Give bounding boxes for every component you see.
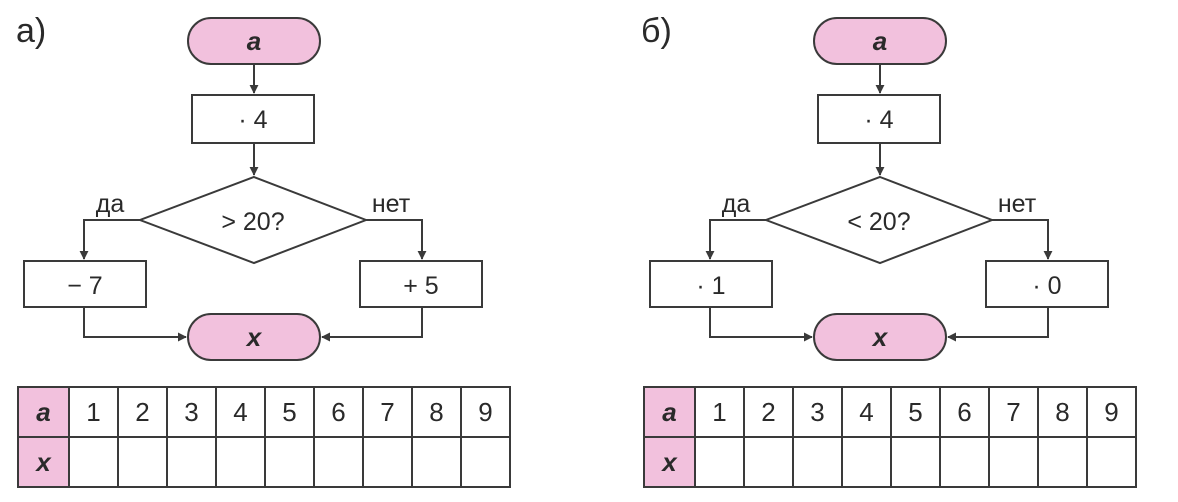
a-value-cell: 9 — [460, 386, 511, 438]
x-value-cell[interactable] — [939, 436, 990, 488]
yes-op-box-b-text: · 1 — [696, 272, 725, 300]
a-value-cell: 5 — [264, 386, 315, 438]
no-op-box-b — [985, 260, 1109, 308]
no-op-box-a-text: + 5 — [403, 272, 438, 300]
value-table-b: a 1 2 3 4 5 6 7 8 9 x — [643, 386, 1137, 488]
decision-diamond-a — [137, 175, 369, 265]
a-value-cell: 9 — [1086, 386, 1137, 438]
table-row: x — [17, 436, 511, 488]
arrow-no-to-end-b — [947, 307, 1049, 342]
multiply-box-a — [191, 94, 315, 144]
multiply-box-b-text: · 4 — [864, 106, 893, 134]
row-label-x: x — [17, 436, 70, 488]
arrow-no-to-end-a — [321, 307, 423, 342]
flowchart-b: a · 4 < 20? да нет · 1 · 0 x — [649, 17, 1109, 361]
no-label-b: нет — [998, 190, 1037, 218]
arrow-yes-b — [705, 219, 766, 260]
x-value-cell[interactable] — [841, 436, 892, 488]
a-value-cell: 1 — [694, 386, 745, 438]
a-value-cell: 3 — [792, 386, 843, 438]
yes-label-b: да — [722, 190, 751, 218]
arrow-no-a — [366, 219, 427, 260]
end-terminal-b — [813, 313, 947, 361]
a-value-cell: 8 — [411, 386, 462, 438]
table-row: a 1 2 3 4 5 6 7 8 9 — [17, 386, 511, 438]
panel-b-label: б) — [641, 12, 672, 50]
arrow-yes-a — [79, 219, 140, 260]
x-value-cell[interactable] — [743, 436, 794, 488]
a-value-cell: 2 — [117, 386, 168, 438]
end-terminal-a — [187, 313, 321, 361]
a-value-cell: 3 — [166, 386, 217, 438]
multiply-box-a-text: · 4 — [238, 106, 267, 134]
a-value-cell: 6 — [313, 386, 364, 438]
value-table-a: a 1 2 3 4 5 6 7 8 9 x — [17, 386, 511, 488]
table-row: a 1 2 3 4 5 6 7 8 9 — [643, 386, 1137, 438]
no-op-box-b-text: · 0 — [1032, 272, 1061, 300]
x-value-cell[interactable] — [1037, 436, 1088, 488]
start-terminal-b-text: a — [873, 26, 887, 56]
x-value-cell[interactable] — [411, 436, 462, 488]
no-label-a: нет — [372, 190, 411, 218]
x-value-cell[interactable] — [1086, 436, 1137, 488]
row-label-x: x — [643, 436, 696, 488]
arrow-yes-to-end-a — [83, 307, 187, 342]
row-label-a: a — [643, 386, 696, 438]
decision-diamond-b — [763, 175, 995, 265]
end-terminal-b-text: x — [871, 322, 889, 352]
a-value-cell: 7 — [988, 386, 1039, 438]
yes-op-box-b — [649, 260, 773, 308]
x-value-cell[interactable] — [362, 436, 413, 488]
x-value-cell[interactable] — [68, 436, 119, 488]
a-value-cell: 7 — [362, 386, 413, 438]
a-value-cell: 4 — [215, 386, 266, 438]
yes-op-box-a — [23, 260, 147, 308]
x-value-cell[interactable] — [264, 436, 315, 488]
x-value-cell[interactable] — [117, 436, 168, 488]
x-value-cell[interactable] — [166, 436, 217, 488]
decision-diamond-a-text: > 20? — [221, 208, 284, 236]
x-value-cell[interactable] — [215, 436, 266, 488]
a-value-cell: 6 — [939, 386, 990, 438]
row-label-a: a — [17, 386, 70, 438]
a-value-cell: 5 — [890, 386, 941, 438]
a-value-cell: 4 — [841, 386, 892, 438]
x-value-cell[interactable] — [988, 436, 1039, 488]
decision-diamond-b-text: < 20? — [847, 208, 910, 236]
a-value-cell: 1 — [68, 386, 119, 438]
a-value-cell: 8 — [1037, 386, 1088, 438]
start-terminal-a-text: a — [247, 26, 261, 56]
x-value-cell[interactable] — [792, 436, 843, 488]
arrow-no-b — [992, 219, 1053, 260]
table-row: x — [643, 436, 1137, 488]
x-value-cell[interactable] — [460, 436, 511, 488]
x-value-cell[interactable] — [890, 436, 941, 488]
x-value-cell[interactable] — [313, 436, 364, 488]
yes-label-a: да — [96, 190, 125, 218]
yes-op-box-a-text: − 7 — [67, 272, 102, 300]
end-terminal-a-text: x — [245, 322, 263, 352]
x-value-cell[interactable] — [694, 436, 745, 488]
panel-a-label: а) — [16, 12, 47, 50]
arrow-yes-to-end-b — [709, 307, 813, 342]
flowchart-a: a · 4 > 20? да нет − 7 + 5 x — [23, 17, 483, 361]
a-value-cell: 2 — [743, 386, 794, 438]
